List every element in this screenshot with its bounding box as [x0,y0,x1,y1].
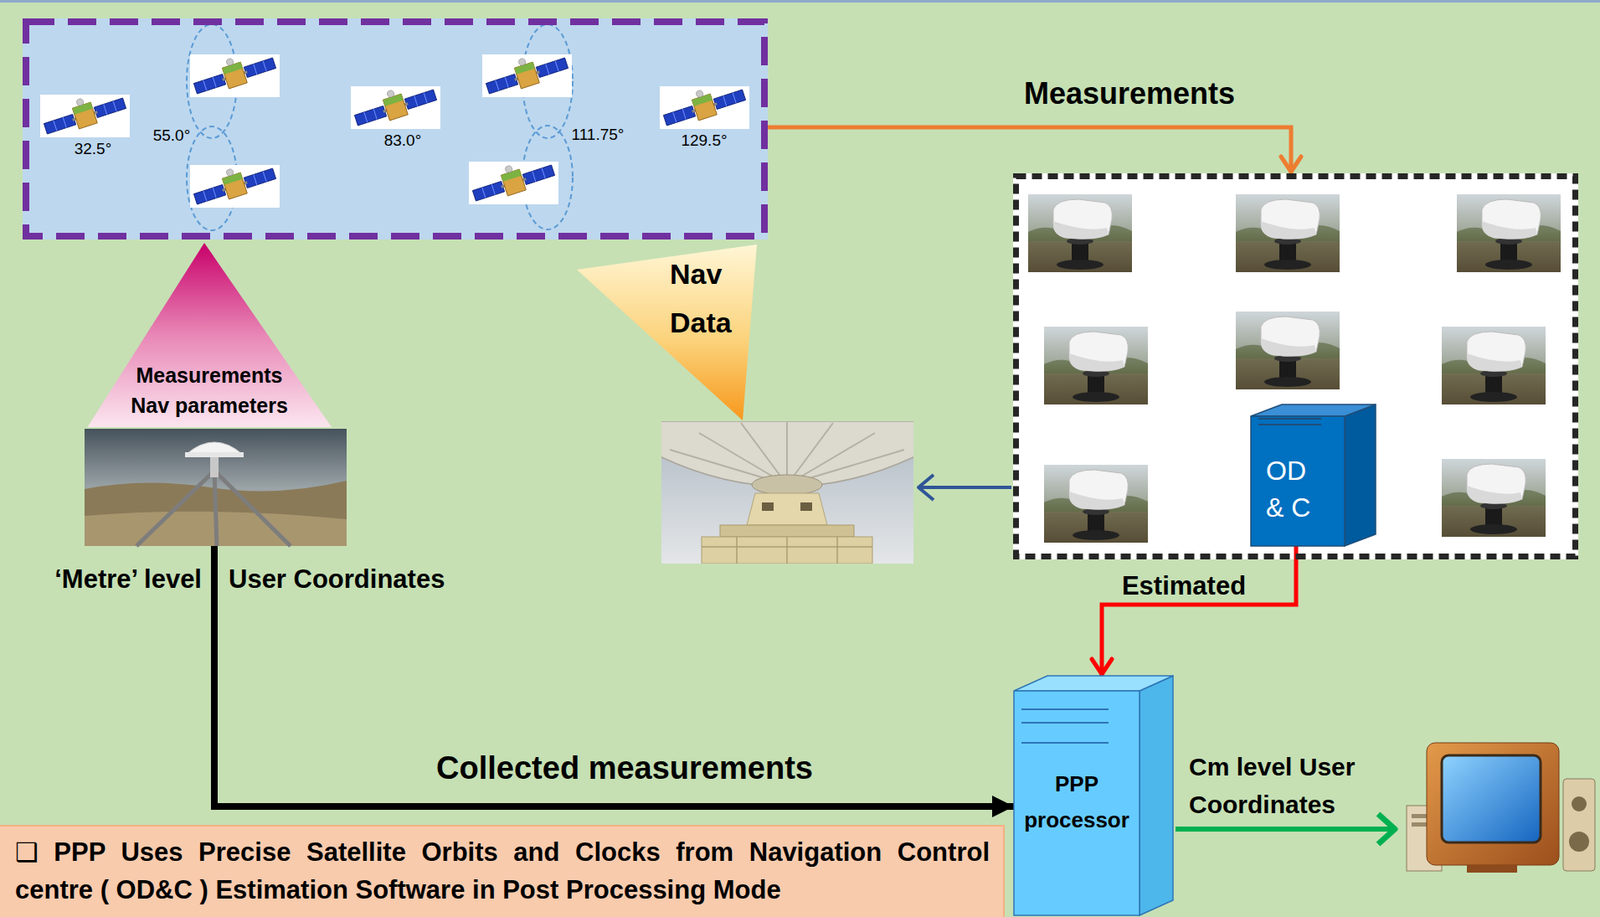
dish-hub [751,474,823,495]
top-rule [0,0,1600,3]
node-shape [22,18,768,240]
orbit-longitude: 83.0° [365,130,441,150]
flow-label: Cm level User Coordinates [1188,747,1369,824]
output-arrow [1175,826,1394,832]
orbit-longitude: 55.0° [133,125,210,145]
server-side [1139,675,1173,916]
callout-triangle: Nav Data [576,244,757,421]
speaker-cone [1569,831,1590,852]
satellite-icon [482,46,572,99]
receiver-sky [84,428,347,546]
satellite-icon [190,156,280,210]
dish-yoke [746,493,828,525]
server-label: OD & C [1265,452,1323,526]
orbit-longitude: 32.5° [55,138,131,159]
satellite-icon [468,153,559,206]
receiver-caption: User Coordinates [228,563,445,595]
server-top [1250,404,1376,417]
server-side [1344,404,1376,546]
receiver-caption: ‘Metre’ level [54,563,202,595]
uplink-arrowhead [918,474,934,500]
monitoring-station-icon [1028,194,1132,273]
monitoring-station-icon [1235,194,1340,273]
network-ground [1013,173,1579,560]
uplink-arrow [919,485,1012,489]
monitor-body [1426,742,1559,865]
callout-label: Measurements Nav parameters [119,360,300,421]
edge-label: Measurements [987,75,1272,112]
server-slot [1258,423,1322,426]
receiver-dome [186,442,242,454]
server-front [1250,416,1345,546]
satellite-icon [350,77,441,131]
monitoring-station-icon [1456,194,1561,273]
dashed-border [1016,176,1576,557]
beam-triangle [87,242,333,428]
monitoring-station-icon [1235,311,1340,390]
monitoring-station-icon [1044,326,1148,405]
monitoring-station-icon [1441,458,1546,537]
dish-window [800,502,813,511]
monitoring-station-icon [1441,326,1546,405]
satellite-icon [40,86,130,139]
satellite-icon [190,46,280,99]
monitor-stand [1466,864,1518,873]
monitoring-network-box: OD & C [1013,173,1579,560]
server-top [1013,675,1173,691]
estimate-flow [1101,545,1297,676]
dish-rails [701,536,873,564]
tripod [136,470,291,546]
constellation-ground [22,18,768,240]
constellation-box: 32.5°55.0° 83.0° 111.75° 129.5° [22,18,768,240]
edge-label: Collected measurements [390,748,860,788]
server-slot [1021,721,1109,724]
orbit-longitude: 129.5° [666,130,742,150]
server-slot [1258,417,1322,420]
dashed-border [25,21,765,237]
server-box: OD & C [1250,404,1376,546]
receiver-plate [185,452,244,458]
collection-flow [214,545,1014,807]
edge-label: Estimated [1100,570,1268,602]
callout-label: Nav Data [669,249,750,347]
server-front [1013,690,1140,916]
monitor-screen [1441,755,1541,843]
monitoring-station-icon [1044,464,1148,543]
beam-triangle [576,244,757,421]
speaker-cone [1571,796,1587,812]
speaker [1563,778,1595,871]
note-text: ❑ PPP Uses Precise Satellite Orbits and … [15,833,990,909]
dish-window [761,502,774,511]
measurement-flow [767,127,1292,174]
user-receiver-photo [84,428,347,546]
computer-icon [1406,742,1595,873]
dish-platform [720,524,855,537]
uplink-dish-photo [661,421,914,564]
orbit-longitude: 111.75° [560,124,636,145]
output-arrowhead [1378,813,1395,844]
server-box: PPP processor [1013,675,1173,916]
server-label: PPP processor [1018,766,1136,839]
note-box: ❑ PPP Uses Precise Satellite Orbits and … [0,824,1005,917]
callout-triangle: Measurements Nav parameters [73,242,347,428]
dish-base [701,536,873,564]
satellite-icon [659,77,750,131]
server-slot [1021,708,1109,710]
server-slot [1021,741,1109,744]
user-receiver: ‘Metre’ levelUser Coordinates [84,428,347,546]
